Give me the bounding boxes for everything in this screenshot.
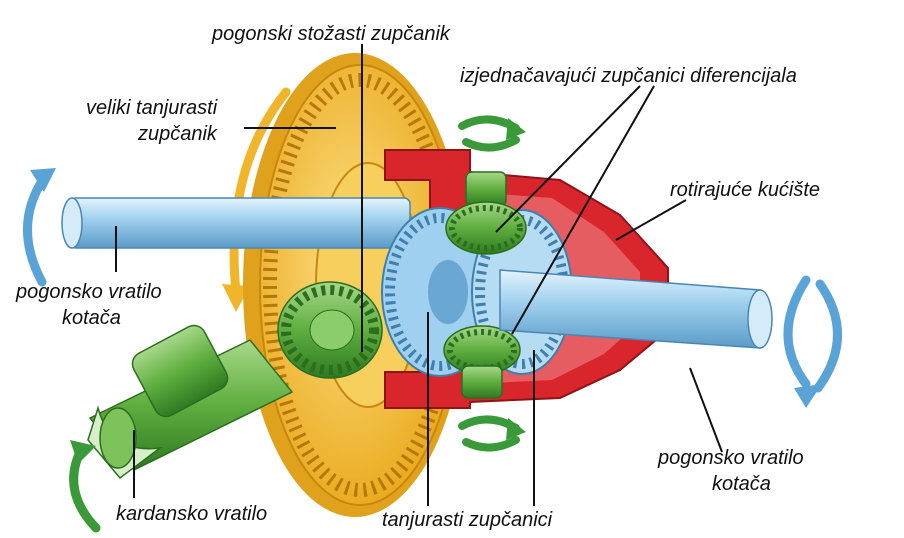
label-ring-gear-line2: zupčanik [138,122,217,146]
drive-shaft-rotation-arrow [70,440,96,528]
label-rotating-housing: rotirajuće kućište [670,178,820,202]
label-left-axle-line1: pogonsko vratilo [16,280,162,304]
label-ring-gear-line1: veliki tanjurasti [86,96,217,120]
label-drive-shaft: kardansko vratilo [116,502,267,526]
right-axle-rotation-arrow [788,280,838,408]
drive-bevel-pinion [278,282,382,378]
leader-right-axle [690,368,722,452]
leader-rotating-housing [616,200,686,240]
label-differential-gears: izjednačavajući zupčanici diferencijala [460,64,797,88]
bottom-pinion-rotation-arrow [462,418,526,448]
label-left-axle-line2: kotača [62,306,121,330]
top-pinion-rotation-arrow [462,118,526,148]
label-right-axle-line1: pogonsko vratilo [658,446,804,470]
label-drive-bevel-gear: pogonski stožasti zupčanik [212,22,450,46]
left-axle-rotation-arrow [27,168,56,282]
label-right-axle-line2: kotača [712,472,771,496]
label-side-gears: tanjurasti zupčanici [382,508,552,532]
left-axle-shaft [62,198,410,248]
